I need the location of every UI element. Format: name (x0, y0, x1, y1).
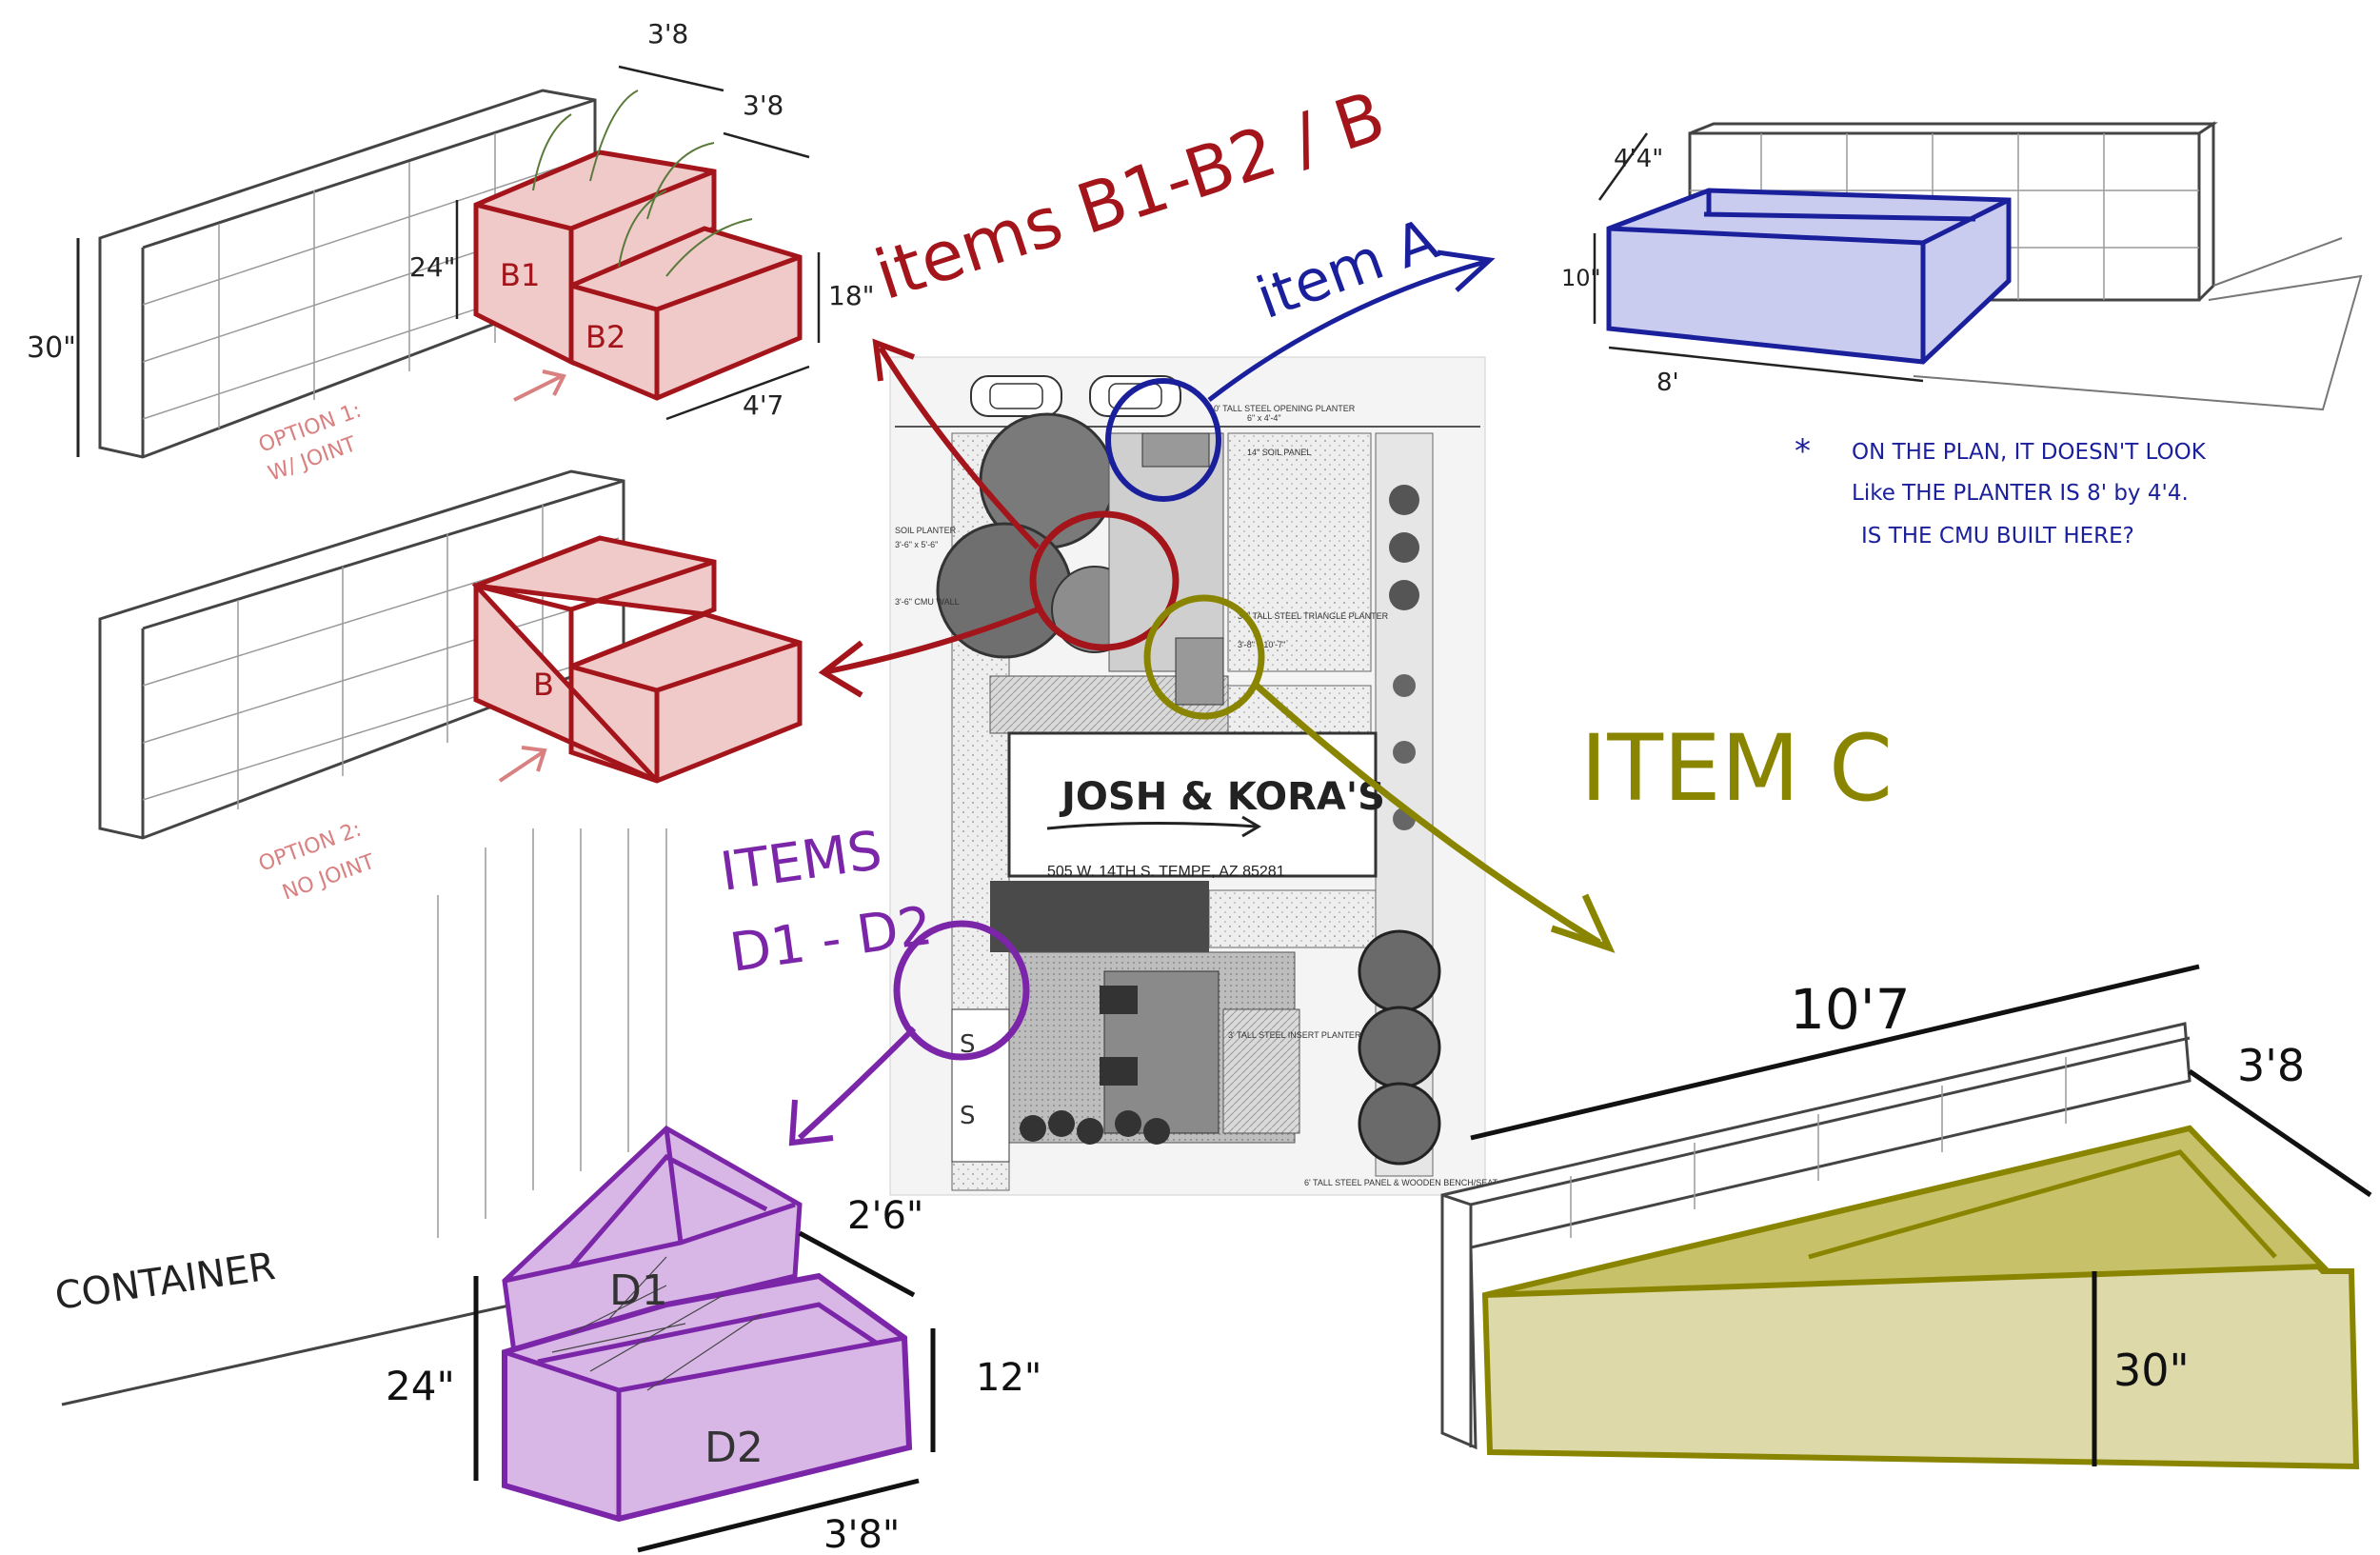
option2-sketch: B OPTION 2: NO JOINT (98, 469, 803, 906)
plan-note: SOIL PLANTER (895, 526, 957, 535)
box-label-b1: B1 (500, 257, 540, 293)
note-a-line2: Like THE PLANTER IS 8' by 4'4. (1852, 481, 2189, 506)
planter-b2 (568, 226, 803, 401)
plan-note: 10' TALL STEEL OPENING PLANTER (1209, 404, 1356, 413)
cmu-wall (98, 469, 625, 840)
box-label-d2: D2 (704, 1424, 764, 1472)
dim-b-length: 4'7 (743, 389, 783, 421)
label-item-c: ITEM C (1580, 715, 1893, 822)
container-wall-lines (437, 828, 667, 1238)
planter-d-plan (951, 1008, 1010, 1163)
plan-symbol-s: S (960, 1102, 976, 1130)
house-footprint (1007, 731, 1378, 878)
pointer-arrow (498, 746, 547, 783)
shrub (1389, 485, 1419, 515)
dim-a-length: 8' (1656, 369, 1679, 397)
arrow-to-item-c (1254, 683, 1601, 946)
dim-a-depth: 4'4" (1614, 145, 1663, 173)
planter-a-plan (1141, 432, 1210, 468)
planter-insert (1100, 986, 1138, 1014)
dim-d-height-total: 24" (386, 1363, 455, 1409)
box-label-b: B (533, 667, 554, 703)
label-items-d-line1: ITEMS (717, 820, 885, 904)
plan-symbol-s: S (960, 1030, 976, 1059)
car-icon (970, 375, 1062, 417)
arrow-to-option2 (827, 607, 1040, 674)
dim-c-length: 10'7 (1790, 977, 1911, 1042)
plan-note: 3'-6" x 5'-6" (895, 540, 938, 549)
planter-b (471, 535, 803, 784)
dim-b-top-depth: 3'8 (743, 90, 783, 121)
site-plan: JOSH & KORA'S 505 W. 14TH S. TEMPE, AZ 8… (889, 356, 1498, 1196)
box-label-b2: B2 (585, 319, 625, 355)
dim-d-height-d2: 12" (976, 1356, 1041, 1400)
tree-canopy (1358, 1082, 1441, 1166)
highlight-circle-b (1029, 510, 1180, 651)
plan-note: 6" x 4'-4" (1247, 413, 1281, 423)
dim-c-height: 30" (2113, 1345, 2190, 1396)
arrow-to-items-d (797, 1026, 917, 1141)
shrub (1393, 674, 1416, 697)
plan-note: 3'-6" CMU WALL (895, 597, 960, 607)
highlight-circle-a (1105, 378, 1221, 502)
planter-insert (1100, 1057, 1138, 1086)
car-icon (1089, 375, 1181, 417)
pencil-scribble (551, 1256, 763, 1391)
tree-canopy (1358, 1006, 1441, 1089)
plan-note: 3' TALL STEEL INSERT PLANTER (1228, 1030, 1361, 1040)
dim-d-length: 3'8" (823, 1513, 900, 1555)
plan-note: 14" SOIL PANEL (1247, 448, 1311, 457)
box-label-d1: D1 (609, 1266, 668, 1315)
arrow-to-option1 (878, 346, 1041, 550)
site-plan-address: 505 W. 14TH S. TEMPE, AZ 85281 (1047, 864, 1285, 880)
planter-c-plan (1175, 637, 1224, 706)
dim-b-height-b2: 18" (828, 280, 875, 311)
item-c-sketch: 10'7 3'8 30" (1440, 964, 2372, 1470)
dim-d-depth: 2'6" (847, 1194, 923, 1238)
arrow-to-item-a (1207, 259, 1486, 402)
shrub (1393, 741, 1416, 764)
highlight-circle-d (893, 920, 1030, 1061)
plan-note: 30" TALL STEEL TRIANGLE PLANTER (1238, 611, 1389, 621)
shrub (1389, 532, 1419, 563)
note-a-star: * (1795, 432, 1811, 470)
dim-b-wall-height: 30" (27, 331, 76, 365)
gravel-area (1227, 432, 1372, 672)
shrub (1389, 580, 1419, 610)
highlight-circle-c (1143, 594, 1265, 720)
plant-sketch (532, 90, 753, 277)
dim-c-depth: 3'8 (2237, 1040, 2305, 1091)
pointer-arrow (513, 369, 566, 402)
item-a-sketch: 10" 4'4" 8' * ON THE PLAN, IT DOESN'T LO… (1561, 121, 2363, 548)
plan-note: 6' TALL STEEL PANEL & WOODEN BENCH/SEAT (1304, 1178, 1498, 1187)
site-plan-title: JOSH & KORA'S (1059, 775, 1385, 819)
option1-sketch: B1 B2 3'8 3'8 24" 30" 18" 4'7 OPTION 1: … (27, 18, 875, 487)
gravel-area (1208, 889, 1391, 948)
label-container: CONTAINER (52, 1245, 278, 1319)
note-a-line1: ON THE PLAN, IT DOESN'T LOOK (1852, 440, 2207, 465)
shrub-row (1020, 1110, 1170, 1145)
dim-b-top-width: 3'8 (647, 18, 688, 50)
planter-d2 (502, 1272, 913, 1523)
dim-b-height-b1: 24" (409, 251, 456, 283)
dim-a-height: 10" (1561, 265, 1601, 291)
ground-line (1913, 237, 2363, 411)
north-arrow (1046, 821, 1258, 830)
note-a-line3: IS THE CMU BUILT HERE? (1861, 524, 2134, 548)
callout-item-c: ITEM C (1143, 594, 1893, 953)
bench-panel (1222, 1008, 1300, 1134)
tree-canopy (1358, 929, 1441, 1013)
items-d-sketch: CONTAINER D1 D2 24" 2'6" 12" 3'8" (52, 828, 1041, 1555)
driveway (990, 881, 1209, 952)
